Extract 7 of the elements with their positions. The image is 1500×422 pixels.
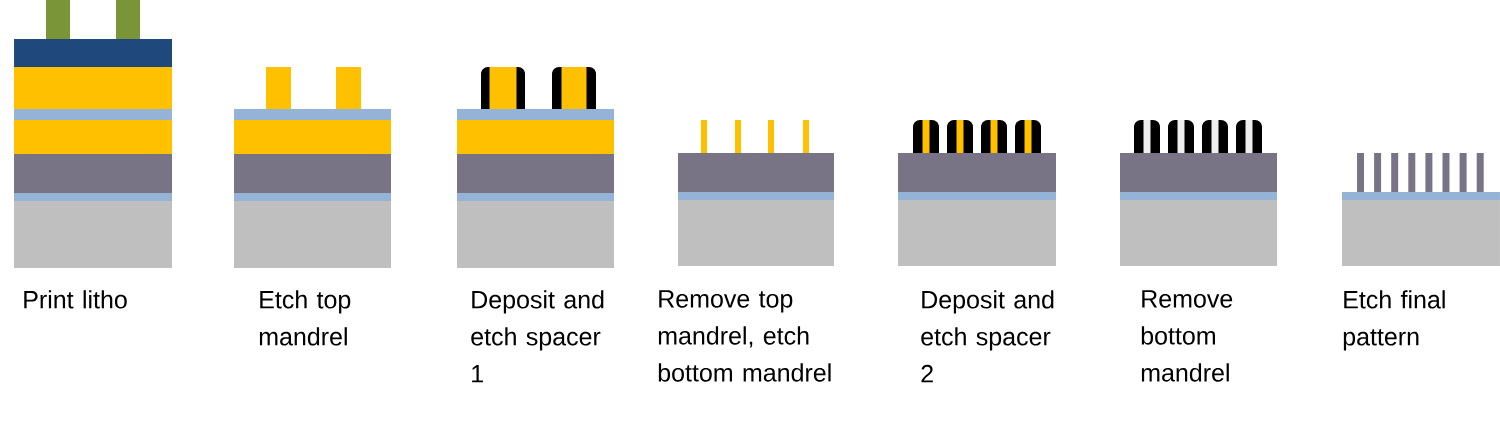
step-caption: Remove top mandrel, etch bottom mandrel (658, 290, 831, 382)
step-caption: Print litho (24, 290, 127, 309)
step-caption: Deposit and etch spacer 1 (471, 290, 604, 383)
step-caption: Remove bottom mandrel (1141, 290, 1233, 382)
step-caption: Etch top mandrel (259, 290, 351, 346)
step-caption: Etch final pattern (1343, 290, 1445, 351)
step-caption: Deposit and etch spacer 2 (921, 290, 1054, 383)
